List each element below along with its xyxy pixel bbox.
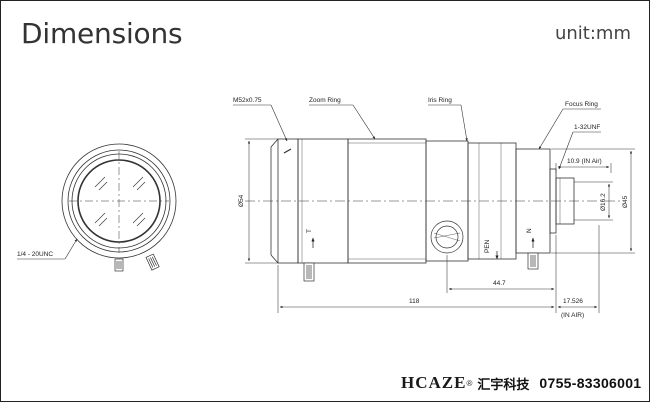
focus-ring-label: Focus Ring [565,101,598,108]
unit-label: unit:mm [554,23,631,44]
c-mount-thread [555,177,575,225]
flange-label: 17.526 [563,298,583,305]
length-rear-label: 44.7 [493,280,506,287]
company-name: 汇宇科技 [477,377,530,393]
side-view [245,138,621,282]
front-screw-left [114,258,124,272]
iris-ring-label: Iris Ring [428,97,452,104]
front-screw-right [145,253,160,271]
registered-mark: ® [466,378,473,388]
diameter-mount-label: Ø45 [622,195,629,208]
back-focus-label: 10.9 (IN Air) [567,158,602,165]
dimension-lines [245,138,635,313]
side-screw-focus [527,252,539,270]
leaders [233,104,601,170]
mount-spec-label: 1-32UNF [574,124,600,131]
diameter-thread-label: Ø16.2 [600,193,607,211]
side-screw-zoom [303,262,315,282]
mount-thread-label: 1/4 - 20UNC [17,251,53,258]
mark-t: T [306,229,313,233]
mark-pen: PEN [484,239,491,253]
iris-knob [430,220,464,254]
glass-reflections [94,176,146,227]
brand-logo: HCAZE [401,373,467,392]
zoom-ring-label: Zoom Ring [309,97,341,104]
page-title: Dimensions [21,17,183,50]
mark-n: N [526,228,533,233]
flange-note-label: (IN AIR) [561,312,584,319]
diameter-body-label: Ø54 [238,194,245,207]
front-view [17,143,177,272]
footer: HCAZE ® 汇宇科技 0755-83306001 [401,371,641,395]
length-total-label: 118 [409,298,420,305]
phone-number: 0755-83306001 [539,375,642,391]
filter-thread-label: M52x0.75 [233,97,262,104]
front-outer-ring [61,143,177,259]
